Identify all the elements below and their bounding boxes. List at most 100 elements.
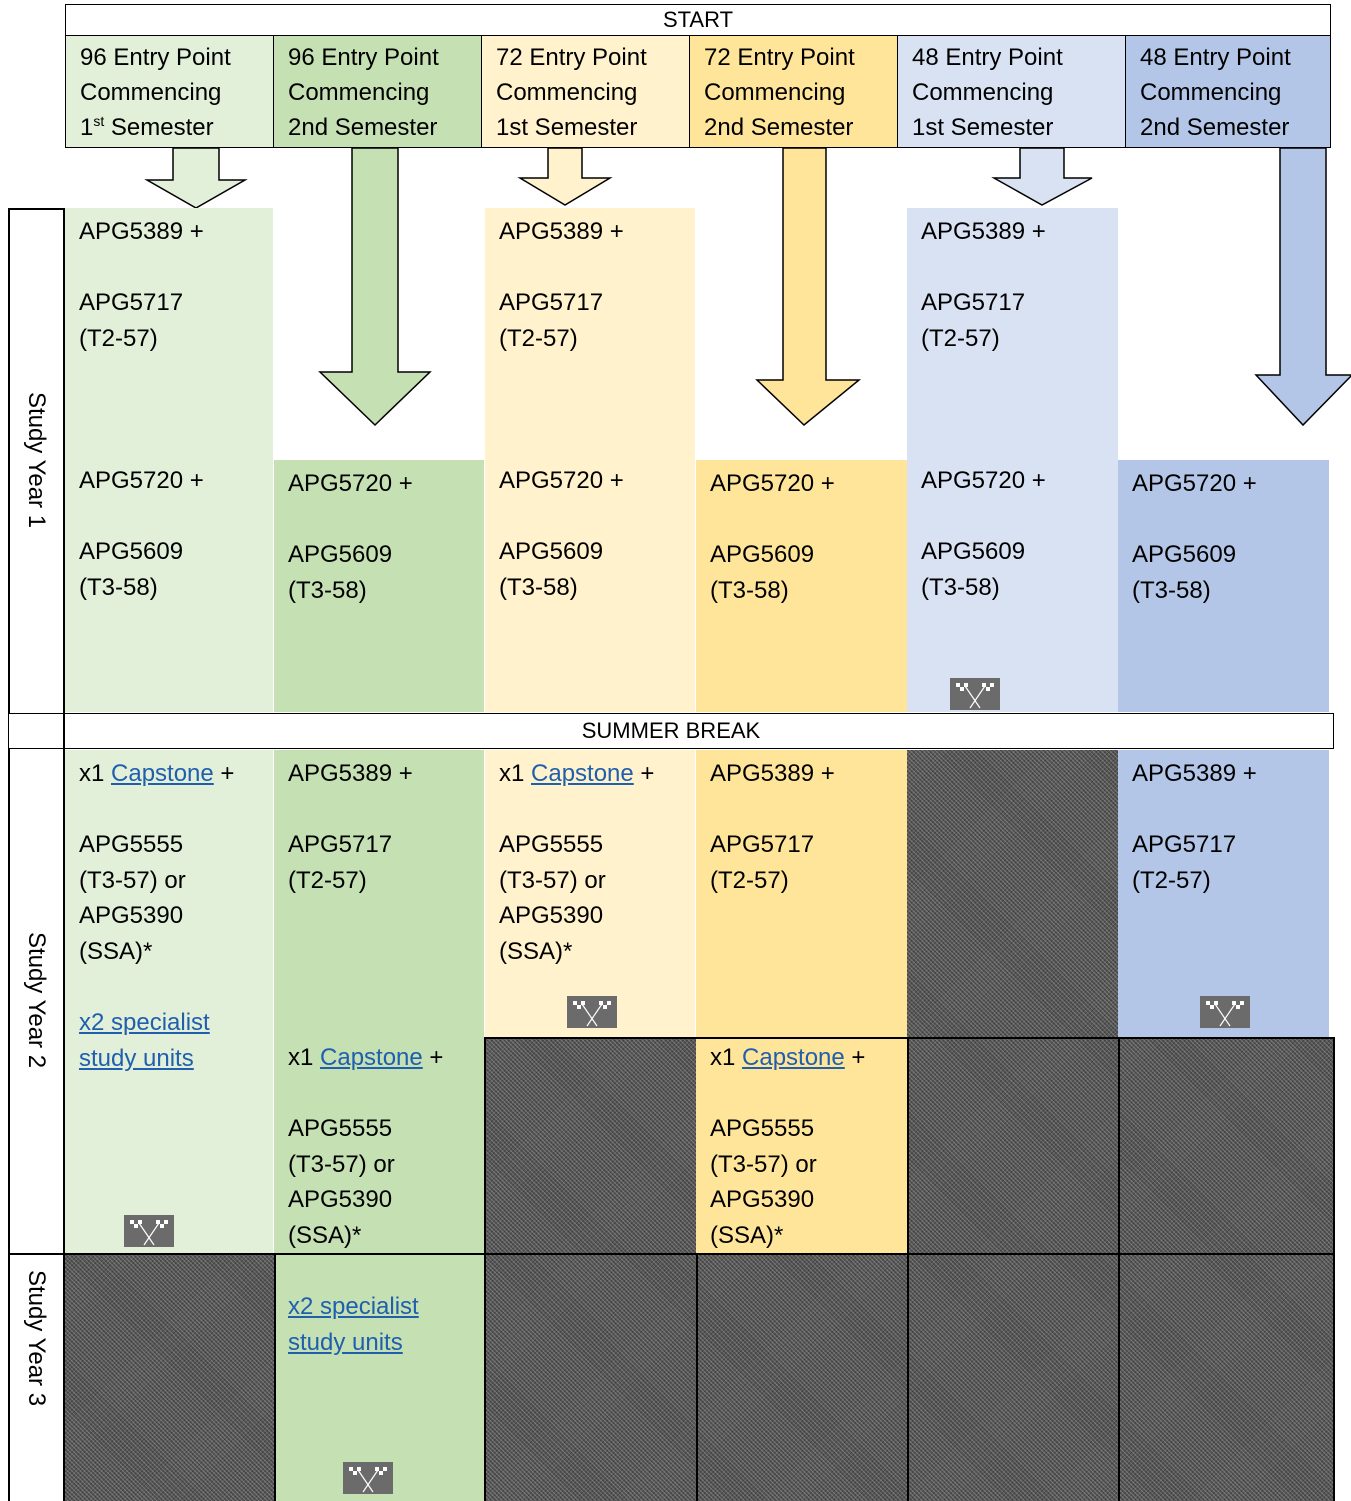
header-line: Commencing bbox=[80, 79, 222, 106]
y1-96-sem2-cell: APG5720 + APG5609 (T3-58) bbox=[274, 460, 484, 712]
unit-text: APG5389 + bbox=[499, 218, 624, 245]
header-line: 1st Semester bbox=[912, 114, 1054, 141]
down-arrow-icon bbox=[1254, 147, 1351, 427]
unit-text: APG5720 + bbox=[710, 470, 835, 497]
y1-72-sem2-cell: APG5720 + APG5609 (T3-58) bbox=[696, 460, 907, 712]
unit-text: APG5717 (T2-57) bbox=[499, 289, 604, 352]
down-arrow-icon bbox=[318, 147, 432, 427]
summer-break-bar: SUMMER BREAK bbox=[8, 713, 1334, 749]
y2-72-sem1-cell: x1 Capstone + APG5555 (T3-57) or APG5390… bbox=[485, 750, 695, 1037]
y1-48-sem2-cell: APG5720 + APG5609 (T3-58) bbox=[1118, 460, 1329, 712]
checkered-flag-icon bbox=[950, 678, 1000, 710]
header-line: 72 Entry Point bbox=[704, 44, 855, 71]
capstone-line: x1 Capstone + bbox=[499, 760, 655, 787]
unit-text: APG5555 (T3-57) or APG5390 (SSA)* bbox=[710, 1115, 817, 1249]
grid-line bbox=[1333, 1037, 1335, 1501]
unit-text: APG5717 (T2-57) bbox=[79, 289, 184, 352]
grid-line bbox=[485, 1037, 907, 1039]
checkered-flag-icon bbox=[1200, 996, 1250, 1028]
down-arrow-icon bbox=[144, 147, 248, 209]
unit-text: APG5389 + bbox=[710, 760, 835, 787]
specialist-units-link[interactable]: x2 specialist study units bbox=[79, 1009, 210, 1072]
capstone-line: x1 Capstone + bbox=[79, 760, 235, 787]
unit-text: APG5717 (T2-57) bbox=[288, 831, 393, 894]
header-line: 96 Entry Point bbox=[80, 44, 231, 71]
unit-text: APG5720 + bbox=[288, 470, 413, 497]
arrows-layer bbox=[144, 147, 1351, 427]
capstone-line: x1 Capstone + bbox=[710, 1044, 866, 1071]
down-arrow-icon bbox=[755, 147, 862, 427]
header-line: Commencing bbox=[288, 79, 430, 106]
header-48-sem1: 48 Entry Point Commencing 1st Semester bbox=[897, 35, 1126, 148]
y2-96-sem2-cell: APG5389 + APG5717 (T2-57) x1 Capstone + … bbox=[274, 750, 484, 1501]
specialist-units-link[interactable]: x2 specialist study units bbox=[288, 1293, 419, 1356]
start-bar: START bbox=[65, 4, 1331, 37]
study-year-1-label: Study Year 1 bbox=[23, 391, 50, 529]
header-96-sem2: 96 Entry Point Commencing 2nd Semester bbox=[273, 35, 482, 148]
checkered-flag-icon bbox=[567, 996, 617, 1028]
checkered-flag-icon bbox=[343, 1462, 393, 1494]
header-line: Commencing bbox=[496, 79, 638, 106]
capstone-link[interactable]: Capstone bbox=[531, 760, 634, 787]
header-line: 72 Entry Point bbox=[496, 44, 647, 71]
header-48-sem2: 48 Entry Point Commencing 2nd Semester bbox=[1125, 35, 1331, 148]
y1-72-sem1-cell: APG5389 + APG5717 (T2-57) APG5720 + APG5… bbox=[485, 208, 695, 712]
header-line: 48 Entry Point bbox=[912, 44, 1063, 71]
header-96-sem1: 96 Entry Point Commencing 1st Semester bbox=[65, 35, 274, 148]
header-line: 1st Semester bbox=[496, 114, 638, 141]
unit-text: APG5389 + bbox=[79, 218, 204, 245]
capstone-line: x1 Capstone + bbox=[288, 1044, 444, 1071]
header-72-sem2: 72 Entry Point Commencing 2nd Semester bbox=[689, 35, 898, 148]
unit-text: APG5609 (T3-58) bbox=[921, 538, 1026, 601]
grid-line bbox=[907, 1037, 1334, 1039]
y2-96-sem1-cell: x1 Capstone + APG5555 (T3-57) or APG5390… bbox=[65, 750, 273, 1253]
grid-line bbox=[274, 1253, 276, 1501]
unit-text: APG5720 + bbox=[921, 467, 1046, 494]
unit-text: APG5717 (T2-57) bbox=[921, 289, 1026, 352]
study-year-2-label: Study Year 2 bbox=[23, 931, 50, 1069]
header-72-sem1: 72 Entry Point Commencing 1st Semester bbox=[481, 35, 690, 148]
header-line: Commencing bbox=[1140, 79, 1282, 106]
unit-text: APG5609 (T3-58) bbox=[288, 541, 393, 604]
y2-48-sem2-cell: APG5389 + APG5717 (T2-57) bbox=[1118, 750, 1329, 1037]
capstone-link[interactable]: Capstone bbox=[742, 1044, 845, 1071]
checkered-flag-icon bbox=[124, 1215, 174, 1247]
summer-break-label: SUMMER BREAK bbox=[581, 718, 761, 743]
y1-48-sem1-cell: APG5389 + APG5717 (T2-57) APG5720 + APG5… bbox=[907, 208, 1118, 712]
grid-line bbox=[1118, 1037, 1120, 1501]
study-year-3-label: Study Year 3 bbox=[23, 1269, 50, 1407]
unit-text: APG5389 + bbox=[288, 760, 413, 787]
grid-line bbox=[696, 1253, 698, 1501]
blocked-cell bbox=[1118, 1037, 1334, 1253]
unit-text: APG5389 + bbox=[1132, 760, 1257, 787]
capstone-link[interactable]: Capstone bbox=[111, 760, 214, 787]
blocked-cell bbox=[485, 1253, 1334, 1501]
header-line: 1st Semester bbox=[80, 113, 214, 141]
unit-text: APG5717 (T2-57) bbox=[1132, 831, 1237, 894]
unit-text: APG5717 (T2-57) bbox=[710, 831, 815, 894]
unit-text: APG5720 + bbox=[79, 467, 204, 494]
grid-line bbox=[8, 1253, 1334, 1255]
header-line: 2nd Semester bbox=[704, 114, 854, 141]
grid-line bbox=[8, 749, 10, 1501]
start-label: START bbox=[662, 7, 734, 32]
unit-text: APG5609 (T3-58) bbox=[710, 541, 815, 604]
blocked-cell bbox=[907, 750, 1118, 1253]
grid-line bbox=[484, 1037, 486, 1501]
blocked-cell bbox=[63, 1253, 274, 1501]
unit-text: APG5555 (T3-57) or APG5390 (SSA)* bbox=[79, 831, 186, 965]
capstone-link[interactable]: Capstone bbox=[320, 1044, 423, 1071]
header-line: 48 Entry Point bbox=[1140, 44, 1291, 71]
grid-line bbox=[907, 1037, 909, 1501]
grid-line bbox=[8, 208, 10, 713]
unit-text: APG5609 (T3-58) bbox=[1132, 541, 1237, 604]
unit-text: APG5609 (T3-58) bbox=[499, 538, 604, 601]
blocked-cell bbox=[485, 1037, 696, 1253]
header-line: 2nd Semester bbox=[1140, 114, 1290, 141]
down-arrow-icon bbox=[517, 147, 613, 206]
unit-text: APG5609 (T3-58) bbox=[79, 538, 184, 601]
unit-text: APG5720 + bbox=[499, 467, 624, 494]
y2-72-sem2-cell: APG5389 + APG5717 (T2-57) x1 Capstone + … bbox=[696, 750, 907, 1253]
header-line: 2nd Semester bbox=[288, 114, 438, 141]
unit-text: APG5389 + bbox=[921, 218, 1046, 245]
